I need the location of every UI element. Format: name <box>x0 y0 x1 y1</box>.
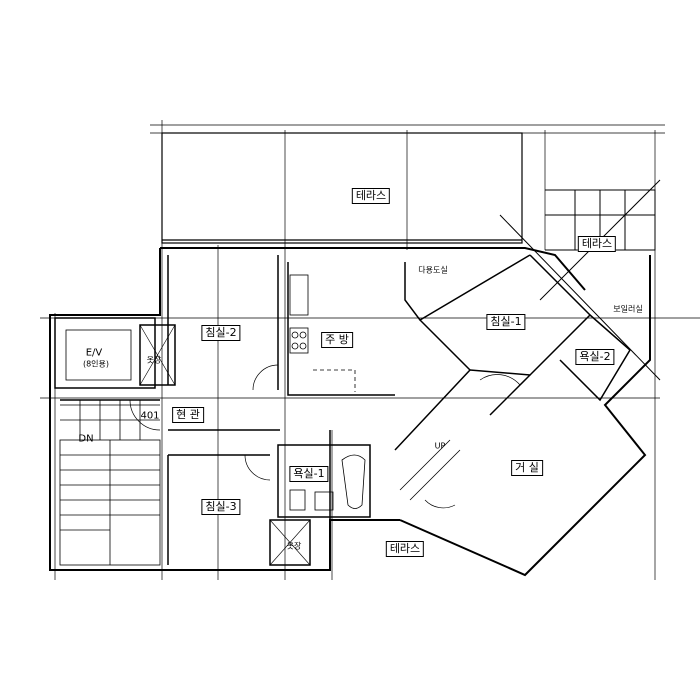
stairs <box>59 400 461 566</box>
bathroom-2-label: 욕실-2 <box>575 349 615 365</box>
terrace-bottom-label: 테라스 <box>385 541 425 557</box>
closet-2-label: 옷장 <box>286 541 302 551</box>
door-swings <box>129 364 521 509</box>
bedroom-2-label: 침실-2 <box>201 325 241 341</box>
stairs-down-label: DN <box>78 433 94 445</box>
bedroom-1-label: 침실-1 <box>486 314 526 330</box>
terrace-top-label: 테라스 <box>351 188 391 204</box>
terrace-right-label: 테라스 <box>577 236 617 252</box>
bedroom-3-label: 침실-3 <box>201 499 241 515</box>
entrance-label: 현 관 <box>172 407 204 423</box>
terrace-top-outline <box>161 132 523 244</box>
fixtures <box>65 274 366 511</box>
closet-marks <box>139 324 311 566</box>
unit-number-label: 401 <box>140 410 160 422</box>
stairs-up-label: UP <box>434 441 446 451</box>
boiler-room-label: 보일러실 <box>613 304 643 314</box>
closet-1-label: 옷장 <box>146 355 162 365</box>
living-room-label: 거 실 <box>511 460 543 476</box>
elevator-label: E/V <box>85 347 103 359</box>
interior-walls <box>54 254 631 566</box>
elevator-capacity-label: (8인용) <box>82 359 110 369</box>
kitchen-label: 주 방 <box>321 332 353 348</box>
utility-room-label: 다용도실 <box>418 265 448 275</box>
bathroom-1-label: 욕실-1 <box>289 466 329 482</box>
terrace-right-outline <box>499 179 661 381</box>
